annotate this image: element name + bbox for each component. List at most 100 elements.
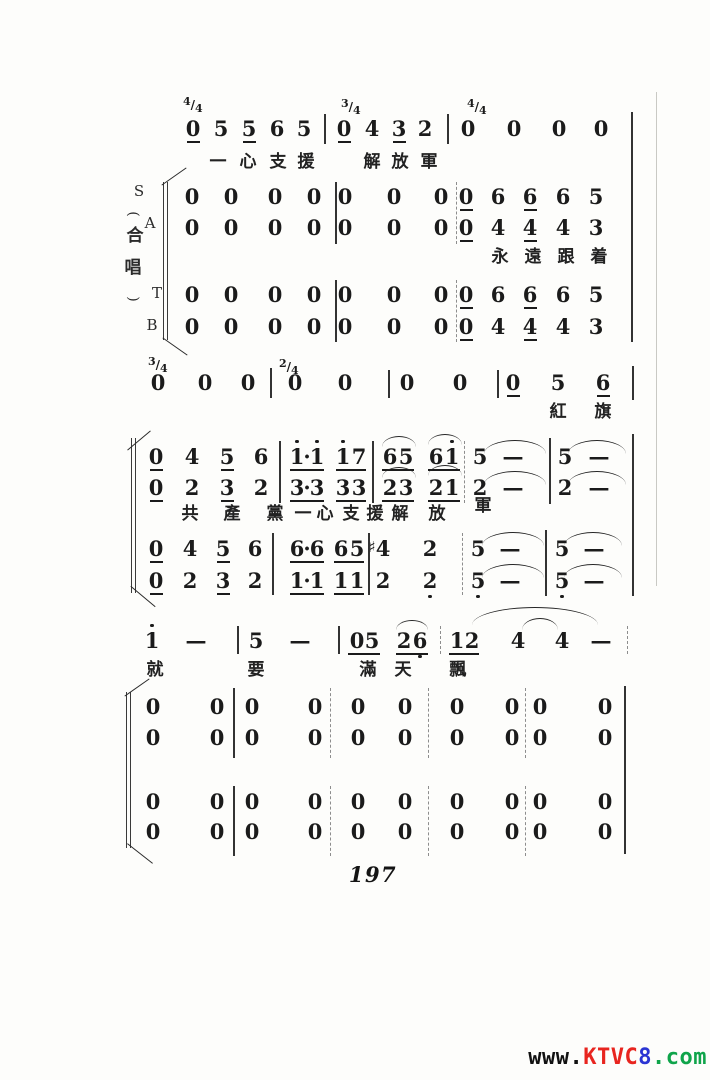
slur-arc: [428, 434, 462, 445]
time-signature: 3/4: [148, 356, 168, 375]
time-signature-part: 4: [353, 104, 361, 117]
voice1-b-note: 6: [309, 536, 325, 561]
barline: [447, 114, 449, 144]
beam-underline: [396, 653, 428, 655]
time-signature: 4/4: [183, 96, 203, 114]
coda-row3-note: 0: [145, 789, 161, 814]
barline: [440, 626, 441, 654]
barline: [631, 112, 633, 342]
bass-note: 0: [458, 314, 474, 339]
page-number: 197: [348, 862, 398, 887]
time-signature-part: /: [286, 360, 292, 374]
beam-underline: [220, 500, 234, 502]
soprano-note: 0: [458, 184, 474, 209]
interlude-note: 0: [150, 370, 166, 395]
barline: [233, 688, 235, 758]
voice2-a-note: 0: [148, 475, 164, 500]
voice1-a-note: 6: [382, 444, 398, 469]
scan-artifact-line: [656, 92, 657, 586]
coda-row4-note: 0: [504, 819, 520, 844]
solo-melody-note: 6: [412, 628, 428, 653]
voice1-a-note: ·: [303, 444, 311, 469]
coda-row3-note: 0: [532, 789, 548, 814]
coda-row1-note: 0: [145, 694, 161, 719]
voice2-b-note: 2: [247, 568, 263, 593]
barline: [279, 441, 281, 503]
interlude-note: 0: [197, 370, 213, 395]
barline: [549, 438, 551, 504]
voice2-b-note: 5: [470, 568, 486, 593]
barline: [624, 686, 626, 854]
alto-note: 0: [184, 215, 200, 240]
alto-note: 0: [337, 215, 353, 240]
brace-diagonal-stroke: [161, 167, 187, 186]
tenor-note: 0: [223, 282, 239, 307]
soprano-note: 0: [184, 184, 200, 209]
coda-row3-note: 0: [209, 789, 225, 814]
soprano-note: 0: [267, 184, 283, 209]
barline: [497, 370, 499, 398]
solo-melody-note: 5: [248, 628, 264, 653]
beam-underline: [216, 561, 230, 563]
beam-underline: [242, 141, 256, 143]
beam-underline: [523, 240, 537, 242]
voice1-a-note: 7: [351, 444, 367, 469]
soprano-note: 0: [337, 184, 353, 209]
slur-arc: [428, 465, 462, 476]
soprano-note: 6: [522, 184, 538, 209]
barline: [632, 366, 634, 400]
lyrics-ensemble-char: 心: [316, 504, 334, 524]
watermark-segment: www.: [528, 1045, 584, 1070]
beam-underline: [290, 561, 324, 563]
voice-label: 唱: [124, 258, 142, 278]
coda-row4-note: 0: [244, 819, 260, 844]
lyrics-ensemble-char: 一: [294, 504, 312, 524]
barline: [330, 786, 331, 856]
time-signature-part: 4: [160, 362, 168, 375]
alto-note: 0: [223, 215, 239, 240]
watermark: www.KTVC8.com: [528, 1045, 707, 1070]
coda-row2-note: 0: [307, 725, 323, 750]
beam-underline: [334, 561, 364, 563]
bass-note: 4: [522, 314, 538, 339]
time-signature: 3/4: [341, 98, 361, 117]
intro-melody-note: 0: [593, 116, 609, 141]
slur-arc: [482, 532, 544, 546]
interlude-note: 6: [595, 370, 611, 395]
bass-note: 0: [267, 314, 283, 339]
voice2-a-note: ·: [303, 475, 311, 500]
solo-melody-note: 1: [449, 628, 465, 653]
lyrics-solo-char: 要: [247, 660, 265, 680]
time-signature-part: 4: [479, 104, 487, 117]
solo-melody-note: —: [590, 628, 612, 653]
interlude-note: 0: [337, 370, 353, 395]
alto-note: 0: [433, 215, 449, 240]
voice2-b-note: 0: [148, 568, 164, 593]
coda-row2-note: 0: [449, 725, 465, 750]
voice1-b-note: 5: [349, 536, 365, 561]
coda-row4-note: 0: [449, 819, 465, 844]
coda-row4-note: 0: [307, 819, 323, 844]
coda-row4-note: 0: [350, 819, 366, 844]
coda-row2-note: 0: [350, 725, 366, 750]
voice1-a-note: 5: [398, 444, 414, 469]
bass-note: 4: [490, 314, 506, 339]
tenor-note: 0: [267, 282, 283, 307]
lyrics-ensemble-char: 軍: [474, 496, 492, 516]
solo-melody-note: 4: [554, 628, 570, 653]
bass-note: 0: [184, 314, 200, 339]
tenor-note: 5: [588, 282, 604, 307]
coda-row4-note: 0: [532, 819, 548, 844]
coda-row1-note: 0: [504, 694, 520, 719]
time-signature-part: /: [155, 358, 161, 372]
intro-melody-note: 0: [185, 116, 201, 141]
tenor-note: 0: [306, 282, 322, 307]
voice-label: T: [151, 284, 163, 302]
barline: [545, 530, 547, 596]
interlude-note: 5: [550, 370, 566, 395]
tenor-note: 0: [458, 282, 474, 307]
slur-arc: [564, 564, 622, 578]
watermark-segment: KTVC: [583, 1045, 639, 1070]
interlude-note: 0: [399, 370, 415, 395]
beam-underline: [449, 653, 479, 655]
